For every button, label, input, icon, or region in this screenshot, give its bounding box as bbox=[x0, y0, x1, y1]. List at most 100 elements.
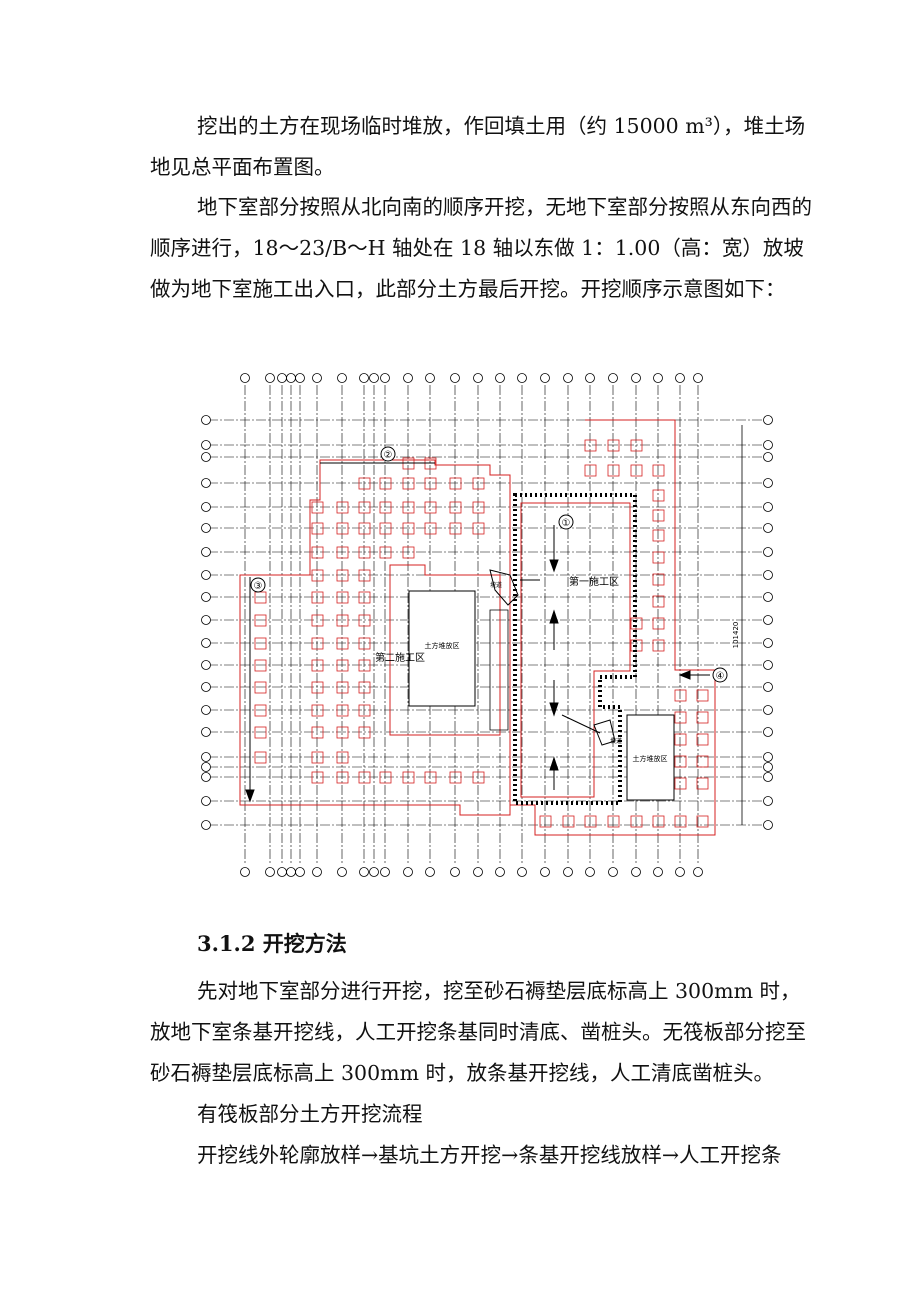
ramp1-shape bbox=[489, 569, 519, 606]
axis-bubble bbox=[359, 373, 369, 383]
axis-bubble bbox=[277, 867, 287, 877]
axis-bubble bbox=[201, 523, 211, 533]
zone1-label: 第一施工区 bbox=[569, 575, 619, 588]
foundation-cell bbox=[311, 659, 324, 672]
foundation-cell bbox=[696, 815, 709, 828]
axis-bubble bbox=[631, 373, 641, 383]
axis-bubble bbox=[763, 752, 773, 762]
foundation-cell bbox=[336, 546, 349, 559]
excavation-sequence-diagram: 土方堆放区 土方堆放区 第一施工区 第二施工区 坡道 坡道 ① ② bbox=[190, 365, 790, 885]
axis-bubble bbox=[201, 820, 211, 830]
stockpile2-box bbox=[626, 714, 675, 801]
axis-bubble bbox=[763, 682, 773, 692]
section-heading: 3.1.2 开挖方法 bbox=[197, 931, 347, 956]
foundation-cell bbox=[449, 501, 462, 514]
foundation-cell bbox=[652, 464, 665, 477]
foundation-cell bbox=[311, 614, 324, 627]
foundation-cell bbox=[336, 522, 349, 535]
foundation-cell bbox=[674, 815, 687, 828]
marker-3-label: ③ bbox=[254, 581, 263, 592]
axis-bubble bbox=[380, 373, 390, 383]
outer-outline bbox=[510, 419, 716, 836]
foundation-cell bbox=[311, 726, 324, 739]
axis-bubble bbox=[201, 570, 211, 580]
axis-bubble bbox=[359, 867, 369, 877]
foundation-cell bbox=[472, 522, 485, 535]
foundation-cell bbox=[358, 726, 371, 739]
foundation-cell bbox=[358, 546, 371, 559]
foundation-cell bbox=[254, 704, 267, 717]
dimension-label: 101420 bbox=[732, 622, 740, 649]
marker-4-label: ④ bbox=[716, 671, 725, 682]
axis-bubble bbox=[763, 592, 773, 602]
stockpile2-label: 土方堆放区 bbox=[633, 754, 668, 763]
foundation-cell bbox=[311, 591, 324, 604]
axis-bubble bbox=[763, 547, 773, 557]
axis-bubble bbox=[608, 373, 618, 383]
foundation-cell bbox=[472, 771, 485, 784]
axis-bubble bbox=[693, 867, 703, 877]
foundation-cell bbox=[311, 681, 324, 694]
axis-bubble bbox=[369, 373, 379, 383]
axis-bubble bbox=[201, 752, 211, 762]
axis-bubble bbox=[295, 867, 305, 877]
foundation-cell bbox=[652, 509, 665, 522]
foundation-cell bbox=[311, 501, 324, 514]
axis-bubble bbox=[540, 373, 550, 383]
axis-bubble bbox=[675, 867, 685, 877]
foundation-cell bbox=[311, 546, 324, 559]
axis-bubble bbox=[201, 660, 211, 670]
foundation-cell bbox=[652, 639, 665, 652]
foundation-cell bbox=[336, 751, 349, 764]
foundation-cell bbox=[674, 711, 687, 724]
foundation-cell bbox=[311, 522, 324, 535]
axis-bubble bbox=[585, 373, 595, 383]
zone2-outline bbox=[239, 459, 511, 816]
axis-bubble bbox=[763, 502, 773, 512]
axis-bubble bbox=[517, 867, 527, 877]
axis-bubble bbox=[763, 415, 773, 425]
axis-bubble bbox=[265, 867, 275, 877]
foundation-cell bbox=[674, 733, 687, 746]
foundation-cell bbox=[696, 755, 709, 768]
axis-bubble bbox=[201, 727, 211, 737]
foundation-cell bbox=[336, 614, 349, 627]
foundation-cell bbox=[311, 704, 324, 717]
foundation-cell bbox=[584, 815, 597, 828]
foundation-cell bbox=[652, 573, 665, 586]
foundation-cell bbox=[358, 477, 371, 490]
ramp-corridor bbox=[489, 609, 509, 731]
foundation-cell bbox=[311, 637, 324, 650]
foundation-cell bbox=[652, 489, 665, 502]
foundation-cell bbox=[336, 659, 349, 672]
foundation-cell bbox=[424, 477, 437, 490]
axis-bubble bbox=[675, 373, 685, 383]
foundation-cell bbox=[630, 464, 643, 477]
axis-bubble bbox=[201, 502, 211, 512]
foundation-cell bbox=[449, 771, 462, 784]
sequence-arrows bbox=[245, 462, 710, 803]
foundation-cell bbox=[674, 777, 687, 790]
axis-bubble bbox=[763, 615, 773, 625]
axis-bubble bbox=[201, 682, 211, 692]
foundation-cell bbox=[254, 637, 267, 650]
foundation-cell bbox=[449, 522, 462, 535]
axis-bubble bbox=[495, 373, 505, 383]
foundation-cell bbox=[696, 689, 709, 702]
ramp2-label: 坡道 bbox=[610, 737, 622, 745]
axis-bubble bbox=[337, 867, 347, 877]
axis-bubble bbox=[763, 772, 773, 782]
foundation-cell bbox=[402, 501, 415, 514]
axis-bubble bbox=[295, 373, 305, 383]
axis-bubble bbox=[450, 867, 460, 877]
foundation-cell bbox=[472, 477, 485, 490]
axis-bubble bbox=[608, 867, 618, 877]
foundation-cell bbox=[607, 815, 620, 828]
foundation-cell bbox=[379, 477, 392, 490]
zone2-label: 第二施工区 bbox=[375, 651, 425, 664]
inner-outline bbox=[389, 564, 501, 736]
foundation-cell bbox=[254, 751, 267, 764]
axis-bubble bbox=[763, 796, 773, 806]
foundation-cell bbox=[336, 771, 349, 784]
axis-bubble bbox=[201, 705, 211, 715]
